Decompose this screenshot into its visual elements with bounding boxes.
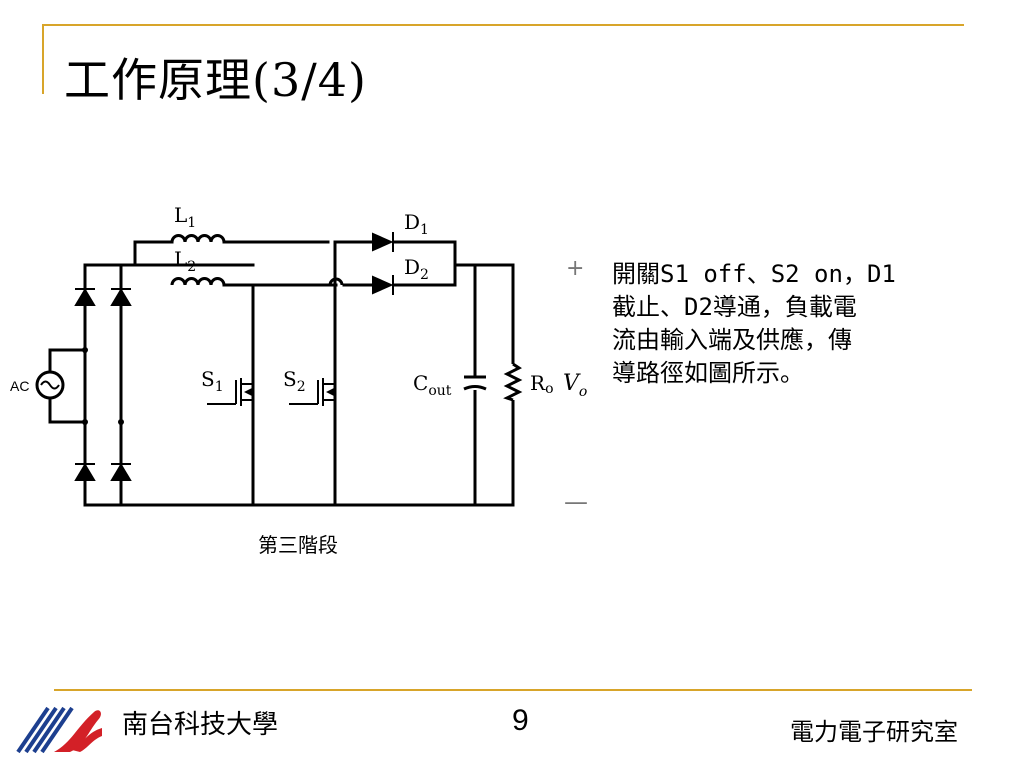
output-plus-sign: +: [566, 256, 585, 281]
s2-sub: 2: [297, 379, 306, 395]
svg-text:D1: D1: [404, 210, 429, 238]
title-left-rule: [42, 24, 44, 94]
svg-text:Ro: Ro: [530, 371, 554, 397]
svg-text:L1: L1: [174, 203, 196, 231]
bridge-diode-4: [110, 463, 132, 481]
l1-letter: L: [174, 203, 187, 227]
svg-text:Vo: Vo: [563, 371, 587, 400]
inductor-l2: [170, 277, 226, 286]
description-line: 開關S1 off、S2 on，D1: [612, 260, 896, 288]
s2-letter: S: [283, 367, 297, 391]
diode-d2: [372, 275, 394, 295]
s1-letter: S: [201, 367, 215, 391]
description-text: 開關S1 off、S2 on，D1 截止、D2導通，負載電 流由輸入端及供應，傳…: [612, 258, 984, 390]
footer-rule: [54, 689, 972, 691]
diode-d1: [372, 232, 394, 252]
description-line: 導路徑如圖所示。: [612, 359, 804, 387]
bridge-diode-3: [74, 463, 96, 481]
ac-label: AC: [10, 378, 29, 394]
svg-text:S2: S2: [283, 367, 306, 395]
l1-sub: 1: [187, 215, 196, 231]
output-minus-sign: —: [564, 488, 588, 516]
school-name: 南台科技大學: [122, 710, 279, 740]
ro-letter: R: [530, 371, 546, 395]
svg-text:Cout: Cout: [413, 371, 452, 399]
bridge-diode-1: [74, 288, 96, 306]
lab-name: 電力電子研究室: [790, 718, 958, 746]
description-line: 截止、D2導通，負載電: [612, 293, 857, 321]
l2-letter: L: [174, 247, 187, 271]
bridge-diode-2: [110, 288, 132, 306]
inductor-l1: [170, 234, 226, 243]
page-number: 9: [512, 704, 529, 737]
description-line: 流由輸入端及供應，傳: [612, 326, 852, 354]
svg-text:S1: S1: [201, 367, 224, 395]
s1-sub: 1: [215, 379, 224, 395]
slide-title: 工作原理(3/4): [64, 53, 367, 107]
d2-letter: D: [404, 255, 420, 279]
cout-sub: out: [428, 383, 451, 399]
university-logo: [16, 706, 102, 754]
cout-letter: C: [413, 371, 428, 395]
l2-sub: 2: [187, 259, 196, 275]
title-top-rule: [42, 24, 964, 26]
bridge-top-wire: [83, 263, 255, 507]
svg-text:L2: L2: [174, 247, 196, 275]
vo-letter: V: [563, 371, 581, 396]
d1-letter: D: [404, 210, 420, 234]
resistor-ro: [503, 362, 523, 402]
d1-sub: 1: [420, 222, 429, 238]
svg-text:D2: D2: [404, 255, 429, 283]
d2-sub: 2: [420, 267, 429, 283]
stage-caption: 第三階段: [258, 533, 338, 557]
vo-sub: o: [579, 384, 587, 400]
ro-sub: o: [545, 381, 553, 397]
